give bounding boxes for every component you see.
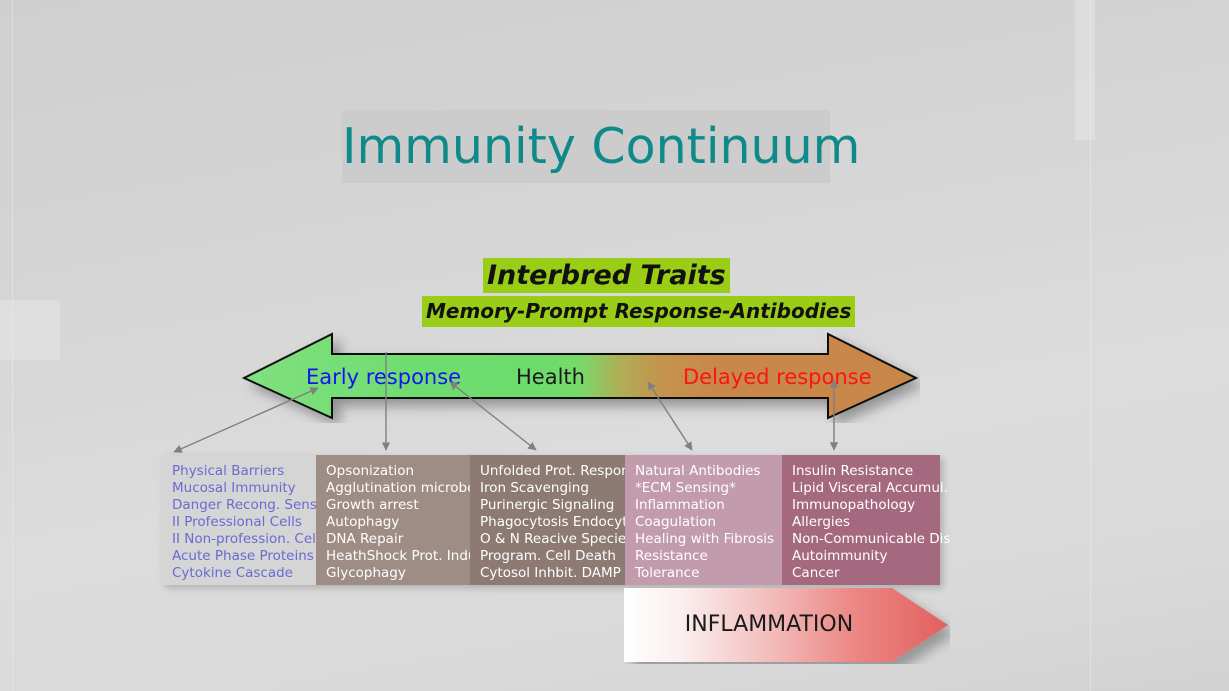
list-item: Physical Barriers: [172, 463, 285, 479]
title-highlight-block: [342, 110, 830, 183]
list-item: Autophagy: [326, 514, 400, 530]
list-item: Autoimmunity: [792, 548, 888, 564]
list-item: O & N Reacive Species: [480, 531, 634, 547]
list-item: Lipid Visceral Accumul.: [792, 480, 948, 496]
list-item: Inflammation: [635, 497, 725, 513]
delayed-response-label: Delayed response: [683, 365, 872, 389]
list-item: Danger Recong. Sensing: [172, 497, 338, 513]
memory-prompt-response-subheading: Memory-Prompt Response-Antibodies: [422, 296, 856, 327]
list-item: Mucosal Immunity: [172, 480, 296, 496]
list-item: *ECM Sensing*: [635, 480, 736, 496]
list-item: Unfolded Prot. Respon.: [480, 463, 635, 479]
background-seam: [12, 0, 13, 691]
list-item: HeathShock Prot. Indu.: [326, 548, 481, 564]
list-item: DNA Repair: [326, 531, 404, 547]
stress-response-column: Unfolded Prot. Respon. Iron Scavenging P…: [470, 455, 635, 585]
interbred-traits-heading: Interbred Traits: [483, 258, 730, 293]
disease-column: Insulin Resistance Lipid Visceral Accumu…: [782, 455, 951, 585]
early-response-label: Early response: [306, 365, 462, 389]
list-item: Phagocytosis Endocyt.: [480, 514, 632, 530]
health-label: Health: [516, 365, 585, 389]
inflammation-column: Natural Antibodies *ECM Sensing* Inflamm…: [625, 455, 782, 585]
list-item: Healing with Fibrosis: [635, 531, 775, 547]
inflammation-arrow-shape: [624, 588, 948, 662]
list-item: Immunopathology: [792, 497, 916, 513]
list-item: Tolerance: [635, 565, 700, 581]
list-item: Opsonization: [326, 463, 415, 479]
list-item: Resistance: [635, 548, 708, 564]
list-item: Non-Communicable Dis: [792, 531, 951, 547]
list-item: Glycophagy: [326, 565, 406, 581]
list-item: II Professional Cells: [172, 514, 302, 530]
background-blotch: [1075, 0, 1095, 140]
page-title: Immunity Continuum: [342, 118, 861, 175]
background-seam: [1090, 0, 1091, 691]
list-item: Cancer: [792, 565, 840, 581]
list-item: Natural Antibodies: [635, 463, 761, 479]
list-item: Allergies: [792, 514, 851, 530]
list-item: II Non-profession. Cells: [172, 531, 327, 547]
immunity-spectrum-arrow: [241, 332, 919, 420]
opsonization-column: Opsonization Agglutination microbes Grow…: [316, 455, 483, 585]
list-item: Coagulation: [635, 514, 716, 530]
list-item: Acute Phase Proteins: [172, 548, 314, 564]
list-item: Cytokine Cascade: [172, 565, 293, 581]
list-item: Program. Cell Death: [480, 548, 616, 564]
list-item: Agglutination microbes: [326, 480, 483, 496]
list-item: Cytosol Inhbit. DAMP: [480, 565, 621, 581]
inflammation-arrow: [624, 588, 948, 662]
early-response-column: Physical Barriers Mucosal Immunity Dange…: [162, 455, 338, 585]
list-item: Purinergic Signaling: [480, 497, 615, 513]
list-item: Insulin Resistance: [792, 463, 914, 479]
list-item: Iron Scavenging: [480, 480, 589, 496]
category-columns: Physical Barriers Mucosal Immunity Dange…: [162, 455, 951, 585]
list-item: Growth arrest: [326, 497, 419, 513]
inflammation-label: INFLAMMATION: [684, 612, 854, 637]
background-blotch: [0, 300, 60, 360]
spectrum-arrow-shape: [241, 332, 919, 420]
